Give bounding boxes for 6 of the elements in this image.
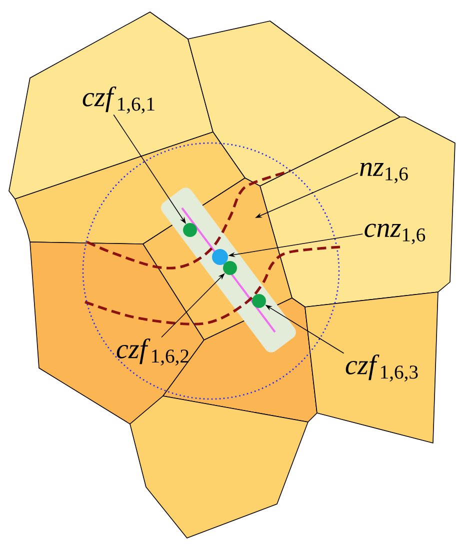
dot	[223, 261, 237, 275]
dot	[183, 223, 197, 237]
variable-label: cnz$_{1,6}$	[364, 224, 426, 244]
dot	[212, 249, 228, 265]
variable-label: czf$_{1,6,1}$	[82, 86, 154, 114]
variable-label: nz$_{1,6}$	[360, 162, 408, 184]
